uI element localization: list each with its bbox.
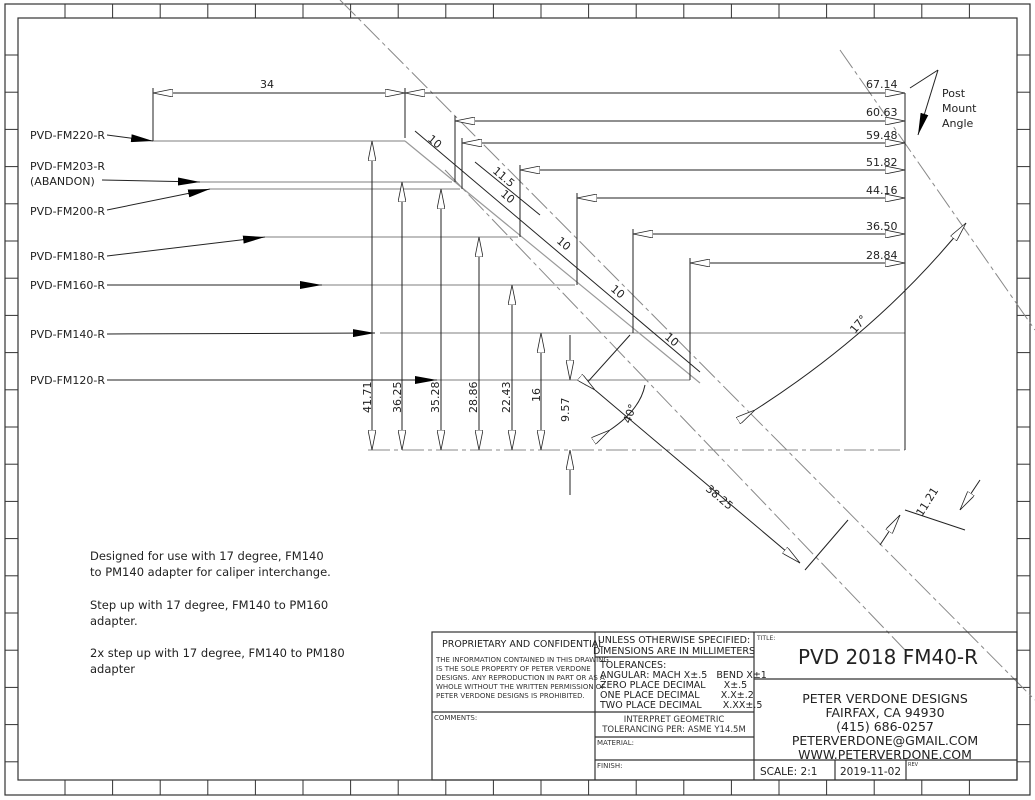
tolerance-two: TWO PLACE DECIMAL X.XX±.5 — [599, 700, 762, 711]
label-abandon: (ABANDON) — [30, 175, 95, 188]
post-mount-label-3: Angle — [942, 117, 974, 130]
unless-specified: UNLESS OTHERWISE SPECIFIED: — [598, 635, 750, 646]
proprietary-text: PETER VERDONE DESIGNS IS PROHIBITED. — [436, 692, 585, 700]
tolerance-one: ONE PLACE DECIMAL X.X±.2 — [600, 690, 754, 701]
dim-41-71: 41.71 — [361, 382, 374, 414]
tolerance-zero: ZERO PLACE DECIMAL X±.5 — [600, 680, 747, 691]
units-note: DIMENSIONS ARE IN MILLIMETERS — [593, 646, 755, 657]
company-email: PETERVERDONE@GMAIL.COM — [792, 733, 978, 748]
angle-40: 40° — [621, 402, 640, 425]
dim-28-84: 28.84 — [866, 249, 898, 262]
rev-label: REV — [908, 762, 919, 768]
material-label: MATERIAL: — [597, 739, 634, 747]
dim-44-16: 44.16 — [866, 184, 898, 197]
diag-dim-11-5: 11.5 — [490, 164, 517, 190]
note-line: adapter — [90, 662, 135, 676]
diag-dim-10d: 10 — [608, 282, 627, 301]
post-mount-label-2: Mount — [942, 102, 977, 115]
dim-35-28: 35.28 — [429, 382, 442, 414]
tolerance-angular: ANGULAR: MACH X±.5 BEND X±1 — [600, 670, 767, 681]
part-profiles — [153, 0, 1035, 701]
proprietary-text: WHOLE WITHOUT THE WRITTEN PERMISSION OF — [436, 683, 605, 691]
label-fm200: PVD-FM200-R — [30, 205, 105, 218]
dim-51-82: 51.82 — [866, 156, 898, 169]
proprietary-text: DESIGNS. ANY REPRODUCTION IN PART OR AS … — [436, 674, 605, 682]
dim-60-63: 60.63 — [866, 106, 898, 119]
note-line: to PM140 adapter for caliper interchange… — [90, 565, 331, 579]
note-line: adapter. — [90, 614, 138, 628]
part-labels: PVD-FM220-R PVD-FM203-R (ABANDON) PVD-FM… — [30, 87, 977, 387]
dim-28-86: 28.86 — [467, 382, 480, 414]
date: 2019-11-02 — [840, 766, 901, 778]
dim-59-48: 59.48 — [866, 129, 898, 142]
company-phone: (415) 686-0257 — [836, 719, 934, 734]
vertical-dimensions: 41.71 36.25 35.28 28.86 22.43 16 9.57 — [361, 141, 572, 495]
dim-11-21: 11.21 — [914, 485, 942, 519]
dim-9-57: 9.57 — [559, 398, 572, 423]
dim-38-25: 38.25 — [703, 482, 735, 512]
proprietary-title: PROPRIETARY AND CONFIDENTIAL — [442, 639, 604, 650]
dim-36-25: 36.25 — [391, 382, 404, 414]
label-fm220: PVD-FM220-R — [30, 129, 105, 142]
dim-16: 16 — [530, 388, 543, 402]
note-line: Designed for use with 17 degree, FM140 — [90, 549, 324, 563]
note-line: Step up with 17 degree, FM140 to PM160 — [90, 598, 328, 612]
interpret-note: INTERPRET GEOMETRIC — [624, 715, 725, 725]
proprietary-text: THE INFORMATION CONTAINED IN THIS DRAWIN… — [435, 656, 609, 664]
tolerances: TOLERANCES: — [599, 660, 666, 671]
dim-22-43: 22.43 — [500, 382, 513, 414]
proprietary-text: IS THE SOLE PROPERTY OF PETER VERDONE — [436, 665, 591, 673]
scale: SCALE: 2:1 — [760, 766, 817, 778]
label-fm140: PVD-FM140-R — [30, 328, 105, 341]
dim-67-14: 67.14 — [866, 78, 898, 91]
finish-label: FINISH: — [597, 762, 622, 770]
horizontal-dimensions: 34 67.14 60.63 59.48 51.82 44.16 36.50 2… — [152, 78, 905, 380]
dim-34: 34 — [260, 78, 274, 91]
interpret-note: TOLERANCING PER: ASME Y14.5M — [601, 725, 746, 735]
company-city: FAIRFAX, CA 94930 — [825, 705, 944, 720]
dim-36-50: 36.50 — [866, 220, 898, 233]
comments-label: COMMENTS: — [434, 714, 477, 722]
drawing-title: PVD 2018 FM40-R — [798, 645, 978, 669]
note-line: 2x step up with 17 degree, FM140 to PM18… — [90, 646, 345, 660]
title-block: PROPRIETARY AND CONFIDENTIAL THE INFORMA… — [431, 631, 1018, 781]
company-website: WWW.PETERVERDONE.COM — [798, 747, 972, 762]
design-notes: Designed for use with 17 degree, FM140 t… — [90, 549, 345, 676]
company-name: PETER VERDONE DESIGNS — [802, 691, 968, 706]
title-label: TITLE: — [756, 635, 775, 642]
diag-dim-10a: 10 — [425, 132, 444, 151]
label-fm203: PVD-FM203-R — [30, 160, 105, 173]
label-fm120: PVD-FM120-R — [30, 374, 105, 387]
post-mount-label-1: Post — [942, 87, 966, 100]
label-fm180: PVD-FM180-R — [30, 250, 105, 263]
label-fm160: PVD-FM160-R — [30, 279, 105, 292]
part-leaders — [101, 69, 939, 384]
